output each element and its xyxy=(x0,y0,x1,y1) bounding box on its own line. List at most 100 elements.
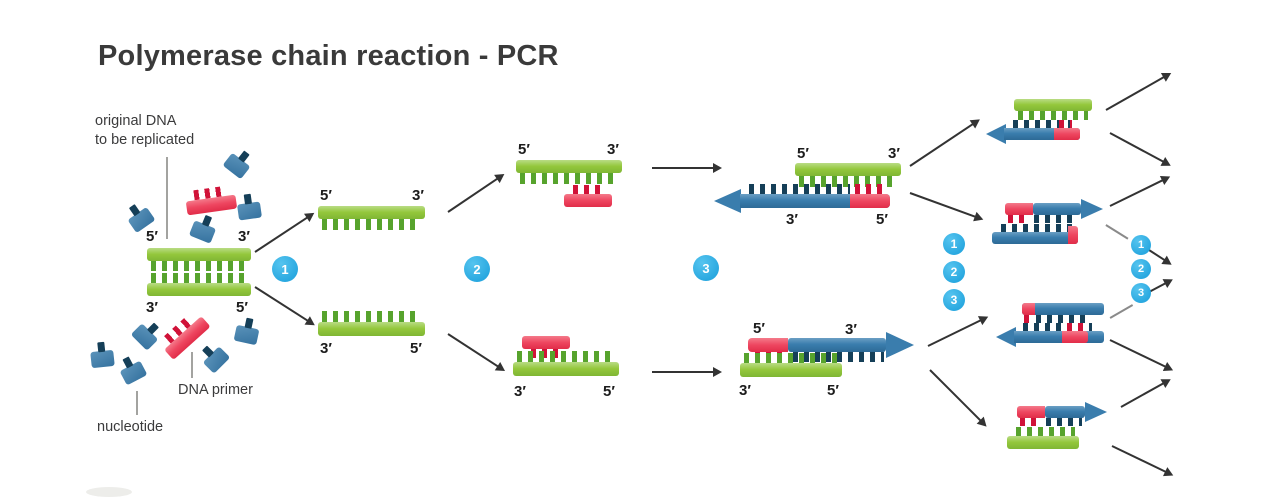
primer-bar xyxy=(522,336,570,349)
arrow-to-anneal-top xyxy=(447,177,499,213)
nucleotide-icon xyxy=(119,360,148,386)
primer-segment xyxy=(748,338,788,352)
strand-teeth xyxy=(151,261,247,271)
diagram-title: Polymerase chain reaction - PCR xyxy=(98,40,559,72)
label-3prime: 3′ xyxy=(412,187,424,204)
arrow-next-cycle xyxy=(1109,132,1165,163)
new-strand-teeth xyxy=(1018,323,1092,331)
primer-teeth xyxy=(568,185,606,194)
label-5prime: 5′ xyxy=(236,299,248,316)
arrow-to-anneal-bottom xyxy=(447,333,499,368)
new-strand-teeth xyxy=(1008,120,1072,128)
label-3prime: 3′ xyxy=(786,211,798,228)
nucleotide-label: nucleotide xyxy=(97,419,164,435)
strand-bar xyxy=(516,160,622,173)
strand-teeth xyxy=(520,173,618,184)
label-3prime: 3′ xyxy=(238,228,250,245)
arrow-to-bottom-strand xyxy=(254,286,309,322)
nucleotide-icon xyxy=(236,201,263,221)
primer-teeth xyxy=(1008,215,1030,223)
primer-segment xyxy=(1054,128,1080,140)
free-dna-primer xyxy=(157,309,212,363)
cycle-step-1-badge: 1 xyxy=(1131,235,1151,255)
arrow-to-top-strand xyxy=(254,216,309,253)
nucleotide-icon xyxy=(222,152,251,180)
arrow-next-cycle xyxy=(1109,179,1164,207)
primer-segment xyxy=(1062,331,1088,343)
arrow-next-cycle xyxy=(1120,382,1165,408)
original-dna-label: original DNA to be replicated xyxy=(95,113,195,149)
polymerase-arrowhead-left xyxy=(986,124,1006,144)
nucleotide-icon xyxy=(90,349,115,369)
strand-bar xyxy=(1007,436,1079,449)
primer-teeth xyxy=(1024,315,1033,323)
cycle-step-1-badge: 1 xyxy=(943,233,965,255)
primer-teeth xyxy=(1062,323,1084,331)
label-3prime: 3′ xyxy=(739,382,751,399)
polymerase-arrowhead-left xyxy=(996,327,1016,347)
label-5prime: 5′ xyxy=(753,320,765,337)
strand-teeth xyxy=(151,273,247,283)
primer-end-segment xyxy=(1068,226,1078,244)
label-5prime: 5′ xyxy=(797,145,809,162)
new-strand-body xyxy=(1033,203,1081,215)
new-strand-teeth xyxy=(744,184,850,194)
strand-teeth xyxy=(517,351,615,362)
label-5prime: 5′ xyxy=(410,340,422,357)
primer-bar xyxy=(564,194,612,207)
primer-teeth xyxy=(1020,418,1042,426)
cycle-step-3-badge: 3 xyxy=(943,289,965,311)
label-5prime: 5′ xyxy=(876,211,888,228)
strand-teeth xyxy=(1018,111,1088,120)
cycle-step-2-badge: 2 xyxy=(1131,259,1151,279)
arrow-to-product-a xyxy=(909,122,974,167)
free-dna-primer xyxy=(184,185,238,219)
link-to-cycle-badges xyxy=(1109,304,1133,319)
strand-bar xyxy=(147,283,251,296)
label-3prime: 3′ xyxy=(146,299,158,316)
strand-bar xyxy=(740,363,842,377)
strand-teeth xyxy=(744,353,840,363)
polymerase-arrowhead-left xyxy=(714,189,741,213)
arrow-to-product-d xyxy=(929,369,982,422)
arrow-next-cycle xyxy=(1148,249,1166,262)
cycle-step-2-badge: 2 xyxy=(943,261,965,283)
new-strand-body xyxy=(1045,406,1085,418)
primer-teeth xyxy=(850,184,888,194)
label-5prime: 5′ xyxy=(827,382,839,399)
arrow-to-extend-top xyxy=(652,163,722,173)
label-5prime: 5′ xyxy=(146,228,158,245)
arrow-next-cycle xyxy=(1111,445,1167,473)
label-3prime: 3′ xyxy=(514,383,526,400)
label-3prime: 3′ xyxy=(320,340,332,357)
label-3prime: 3′ xyxy=(845,321,857,338)
label-3prime: 3′ xyxy=(888,145,900,162)
strand-bar xyxy=(318,322,425,336)
strand-bar xyxy=(318,206,425,219)
strand-teeth xyxy=(799,176,897,187)
strand-teeth xyxy=(322,219,421,230)
original-dna-pointer-line xyxy=(166,157,168,239)
arrow-to-product-b xyxy=(909,192,977,218)
nucleotide-icon xyxy=(188,220,217,244)
label-5prime: 5′ xyxy=(320,187,332,204)
primer-end-segment xyxy=(1022,303,1035,315)
primer-segment xyxy=(1005,203,1033,215)
polymerase-arrowhead-right xyxy=(1081,199,1103,219)
template-teeth xyxy=(1036,315,1090,323)
arrow-to-extend-bottom xyxy=(652,367,722,377)
primer-segment xyxy=(1017,406,1045,418)
nucleotide-icon xyxy=(130,323,159,351)
template-bar xyxy=(992,232,1078,244)
watermark-smudge xyxy=(86,487,132,497)
polymerase-arrowhead-right xyxy=(1085,402,1107,422)
link-to-cycle-badges xyxy=(1105,224,1129,240)
label-5prime: 5′ xyxy=(603,383,615,400)
arrow-to-product-c xyxy=(927,319,982,347)
strand-bar xyxy=(1014,99,1092,111)
new-strand-body xyxy=(1014,331,1104,343)
dna-primer-label: DNA primer xyxy=(178,382,253,398)
step-2-badge: 2 xyxy=(464,256,490,282)
new-strand-teeth xyxy=(1046,418,1082,426)
